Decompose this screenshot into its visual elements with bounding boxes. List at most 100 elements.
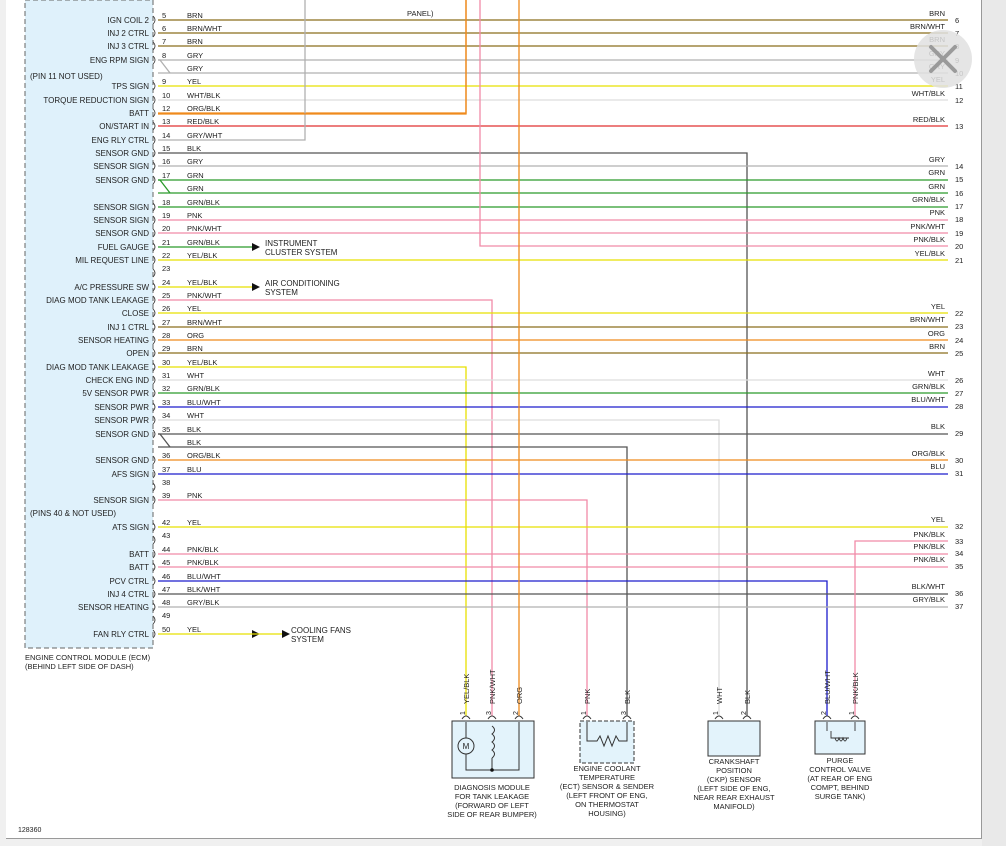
- ecm-wire-label: BRN: [187, 37, 203, 46]
- ecm-pin-number: 31: [162, 371, 170, 380]
- right-wire-number: 14: [955, 162, 963, 171]
- right-wire-label: GRN: [928, 182, 945, 191]
- component-caption: NEAR REAR EXHAUST: [693, 793, 775, 802]
- ecm-pin-number: 10: [162, 91, 170, 100]
- right-wire-label: WHT/BLK: [912, 89, 945, 98]
- ecm-pin-bracket: [152, 81, 156, 91]
- ecm-wire-label: YEL/BLK: [187, 358, 217, 367]
- ecm-wire-label: GRY/BLK: [187, 598, 219, 607]
- ecm-pin-name: SENSOR SIGN: [93, 203, 149, 212]
- component-pin-number: 2: [741, 711, 748, 715]
- ecm-pin-name: SENSOR SIGN: [93, 162, 149, 171]
- ecm-pin-name: BATT: [129, 563, 149, 572]
- ecm-pin-name: ENG RPM SIGN: [90, 56, 149, 65]
- ect-sensor-box: [579, 720, 635, 764]
- ecm-pin-name: DIAG MOD TANK LEAKAGE: [46, 296, 149, 305]
- ecm-box: [24, 0, 154, 649]
- wire-up: [158, 0, 306, 141]
- right-wire-number: 33: [955, 537, 963, 546]
- right-wire-label: BLU: [930, 462, 945, 471]
- ecm-pin-number: 36: [162, 451, 170, 460]
- ecm-wire-label: PNK: [187, 211, 202, 220]
- component-caption: (CKP) SENSOR: [707, 775, 762, 784]
- right-wire-number: 36: [955, 589, 963, 598]
- component-caption: POSITION: [716, 766, 752, 775]
- ecm-pin-bracket: [152, 28, 156, 38]
- ecm-wire-label: ORG/BLK: [187, 451, 220, 460]
- motor-letter: M: [463, 742, 470, 751]
- ecm-subtitle: (BEHIND LEFT SIDE OF DASH): [25, 662, 134, 671]
- ecm-pin-name: BATT: [129, 550, 149, 559]
- ecm-pin-bracket: [152, 95, 156, 105]
- ecm-pin-number: 5: [162, 11, 166, 20]
- right-wire-number: 29: [955, 429, 963, 438]
- right-wire-number: 13: [955, 122, 963, 131]
- pin-connector: [622, 715, 632, 720]
- ecm-pin-number: 45: [162, 558, 170, 567]
- ecm-wire-label: WHT: [187, 371, 204, 380]
- component-wire-label: PNK/BLK: [851, 672, 860, 704]
- ecm-wire-label: BRN/WHT: [187, 318, 222, 327]
- component-caption: (FORWARD OF LEFT: [455, 801, 529, 810]
- ecm-pin-number: 44: [162, 545, 170, 554]
- ecm-pin-number: 29: [162, 344, 170, 353]
- ecm-pin-number: 48: [162, 598, 170, 607]
- ecm-pin-name: BATT: [129, 109, 149, 118]
- right-wire-number: 34: [955, 549, 963, 558]
- right-wire-number: 21: [955, 256, 963, 265]
- ecm-pin-number: 14: [162, 131, 170, 140]
- right-wire-number: 31: [955, 469, 963, 478]
- right-wire-number: 17: [955, 202, 963, 211]
- ecm-pin-name: MIL REQUEST LINE: [75, 256, 149, 265]
- right-wire-number: 35: [955, 562, 963, 571]
- ecm-pin-bracket: [152, 161, 156, 171]
- ecm-pin-bracket: [152, 549, 156, 559]
- ecm-pin-bracket: [152, 135, 156, 145]
- ecm-pin-name: SENSOR GND: [95, 456, 149, 465]
- right-wire-number: 19: [955, 229, 963, 238]
- right-wire-number: 25: [955, 349, 963, 358]
- right-wire-number: 16: [955, 189, 963, 198]
- ecm-pin-bracket: [152, 255, 156, 265]
- ecm-wire-label: GRY: [187, 157, 203, 166]
- ecm-pin-bracket: [152, 375, 156, 385]
- ecm-wire-label: PNK: [187, 491, 202, 500]
- right-wire-label: BRN/WHT: [910, 22, 945, 31]
- ecm-pin-name: DIAG MOD TANK LEAKAGE: [46, 363, 149, 372]
- ecm-pin-number: 50: [162, 625, 170, 634]
- ecm-pin-number: 20: [162, 224, 170, 233]
- ecm-pin-name: TORQUE REDUCTION SIGN: [43, 96, 149, 105]
- ecm-pin-number: 25: [162, 291, 170, 300]
- wire-down: [158, 446, 628, 716]
- right-wire-number: 15: [955, 175, 963, 184]
- ecm-pin-number: 43: [162, 531, 170, 540]
- ecm-pin-number: 6: [162, 24, 166, 33]
- ecm-pin-number: 17: [162, 171, 170, 180]
- right-wire-label: PNK/BLK: [913, 555, 945, 564]
- ecm-pin-bracket: [152, 308, 156, 318]
- wire-splice: [158, 179, 171, 194]
- ecm-pin-bracket: [152, 282, 156, 292]
- arrow-head: [252, 283, 260, 291]
- ecm-pin-name: CHECK ENG IND: [85, 376, 149, 385]
- ecm-pin-name: FAN RLY CTRL: [93, 630, 149, 639]
- ecm-pin-bracket: [152, 469, 156, 479]
- right-wire-number: 26: [955, 376, 963, 385]
- wire-splice: [158, 59, 171, 74]
- ecm-pin-name: INJ 2 CTRL: [107, 29, 149, 38]
- ecm-wire-label: WHT/BLK: [187, 91, 220, 100]
- close-button[interactable]: [914, 30, 972, 88]
- ecm-pin-bracket: [152, 455, 156, 465]
- ecm-pin-name: SENSOR HEATING: [78, 336, 149, 345]
- destination-label: SYSTEM: [291, 635, 324, 644]
- ecm-pin-number: 32: [162, 384, 170, 393]
- ecm-pin-bracket: [152, 108, 156, 118]
- component-caption: TEMPERATURE: [579, 773, 635, 782]
- component-caption: (LEFT FRONT OF ENG,: [566, 791, 647, 800]
- ecm-wire-label: ORG/BLK: [187, 104, 220, 113]
- right-wire-number: 6: [955, 16, 959, 25]
- ecm-pin-bracket: [152, 576, 156, 586]
- ecm-wire-label: YEL: [187, 518, 201, 527]
- ecm-wire-label: GRY: [187, 64, 203, 73]
- right-wire-number: 28: [955, 402, 963, 411]
